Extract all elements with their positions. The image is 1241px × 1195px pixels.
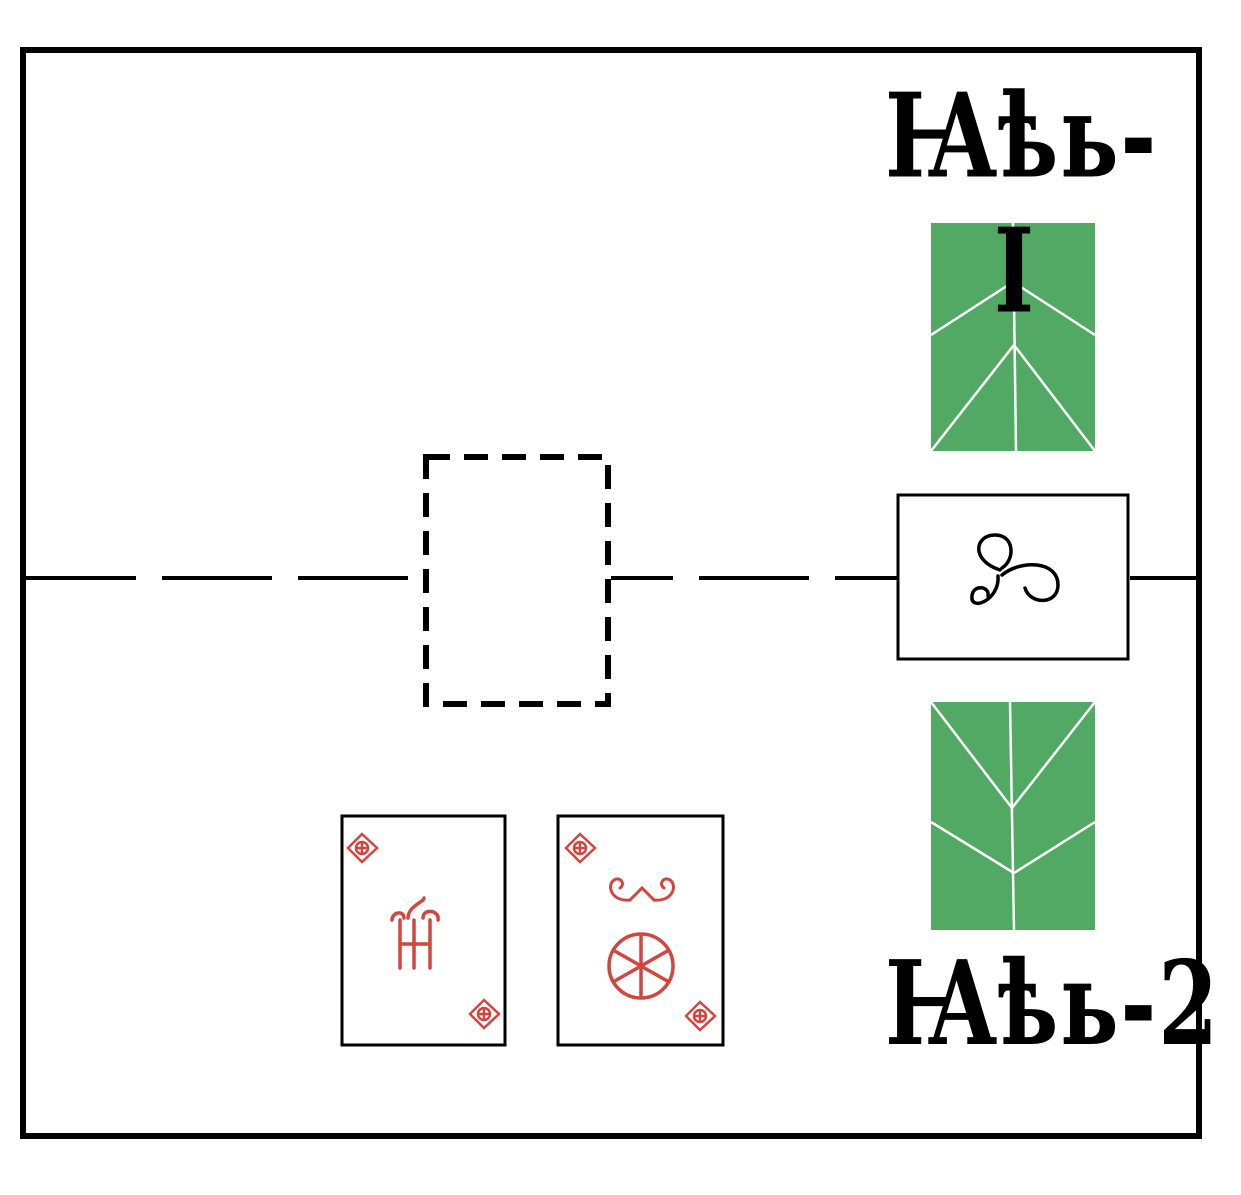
rune-rank-icon bbox=[390, 896, 440, 970]
diamond-suit-icon bbox=[468, 998, 501, 1030]
wheel-icon bbox=[607, 932, 675, 1000]
diamond-suit-icon bbox=[564, 832, 597, 864]
player-label-bottom: Ꙗѣь-2 bbox=[885, 936, 1221, 1073]
empty-card-slot[interactable] bbox=[423, 454, 611, 707]
diamond-suit-icon bbox=[684, 1000, 717, 1032]
deck-pile[interactable] bbox=[896, 493, 1130, 661]
triple-spiral-icon bbox=[970, 533, 1060, 605]
card-back-bottom bbox=[930, 701, 1096, 931]
player-label-top: Ꙗѣь-I bbox=[885, 68, 1159, 340]
scroll-ornament-icon bbox=[609, 877, 675, 902]
diamond-suit-icon bbox=[346, 832, 379, 864]
hand-card-2[interactable] bbox=[556, 814, 725, 1047]
hand-card-1[interactable] bbox=[340, 814, 507, 1047]
board-frame bbox=[20, 47, 1202, 1139]
card-back-top bbox=[930, 222, 1096, 452]
